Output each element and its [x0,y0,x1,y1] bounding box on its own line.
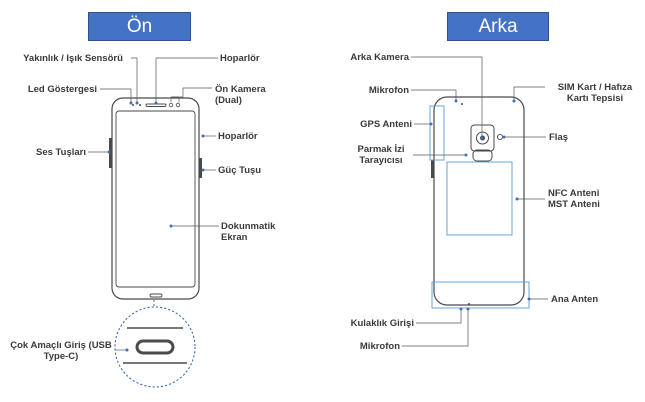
label-speaker-side: Hoparlör [218,131,258,142]
front-camera-lens-2 [175,102,181,108]
front-screen [115,110,196,288]
label-mic-top: Mikrofon [368,85,409,96]
front-title: Ön [88,12,191,41]
usb-magnifier [114,306,196,388]
usb-c-port [135,339,175,355]
label-speaker-top: Hoparlör [220,53,260,64]
label-sim-tray: SIM Kart / Hafıza Kartı Tepsisi [557,82,633,104]
back-phone-body [433,96,525,306]
back-flash [496,133,504,141]
front-phone-body [111,97,200,300]
label-touchscreen: Dokunmatik Ekran [221,221,276,243]
label-power-key: Güç Tuşu [218,165,262,176]
main-antenna-zone [431,281,530,309]
back-camera-housing [470,124,495,152]
label-rear-camera: Arka Kamera [350,52,409,63]
gps-antenna-zone [429,105,445,161]
front-camera-lens-1 [168,102,174,108]
nfc-antenna-zone [446,161,513,236]
label-flash: Flaş [549,132,569,143]
back-camera-lens [476,131,489,145]
back-fingerprint [472,149,493,162]
front-bottom-port [149,293,163,298]
label-volume-keys: Ses Tuşları [36,147,86,158]
label-nfc-mst-antenna: NFC Anteni MST Anteni [548,188,600,210]
label-front-camera: Ön Kamera (Dual) [215,84,266,106]
front-led-dot [139,104,141,106]
back-side-key [431,160,434,178]
front-sensor-dot [132,104,134,106]
label-mic-bottom: Mikrofon [359,341,400,352]
label-gps-antenna: GPS Anteni [360,119,412,130]
front-power-key [199,158,202,178]
label-fingerprint: Parmak İzi Tarayıcısı [357,144,405,166]
label-headphone-jack: Kulaklık Girişi [350,318,414,329]
back-title: Arka [447,12,549,41]
label-proximity-sensor: Yakınlık / Işık Sensörü [23,53,123,64]
front-volume-key [109,138,112,168]
label-main-antenna: Ana Anten [551,294,599,305]
label-multipurpose-jack: Çok Amaçlı Giriş (USB Type-C) [10,340,112,362]
label-led-indicator: Led Göstergesi [27,84,97,95]
